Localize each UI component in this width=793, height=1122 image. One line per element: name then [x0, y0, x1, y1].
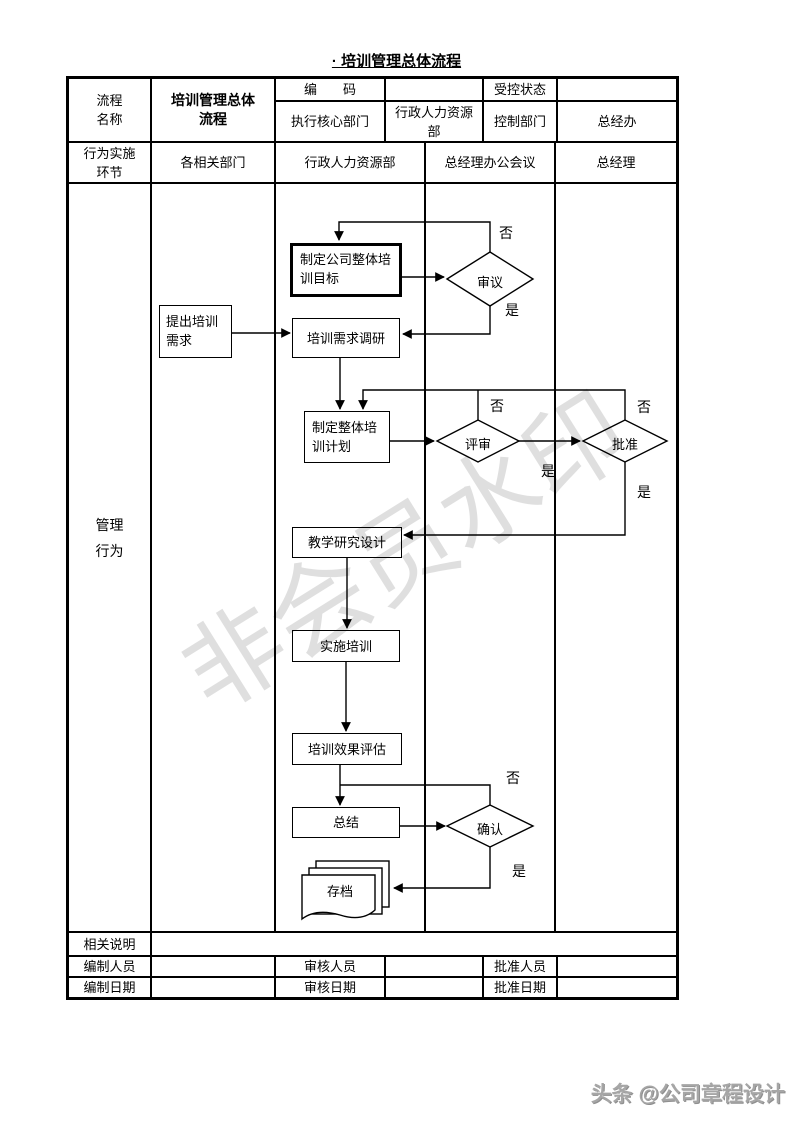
node-summarize: 总结 — [292, 807, 400, 838]
deliberate-no-label: 否 — [499, 225, 513, 241]
lane-header-related-depts: 各相关部门 — [151, 142, 275, 183]
node-implement: 实施培训 — [292, 630, 400, 662]
process-name-label-cell: 流程名称 — [68, 78, 151, 142]
review-diamond-label: 评审 — [464, 437, 491, 452]
approver-value-cell — [557, 956, 677, 977]
make-date-value-cell — [151, 977, 275, 998]
body-label-column — [68, 183, 151, 932]
review-yes-label: 是 — [541, 463, 555, 479]
approve-diamond-label: 批准 — [611, 437, 638, 452]
lane-related-depts — [151, 183, 275, 932]
controlled-state-value-cell — [557, 78, 677, 101]
page-title: · 培训管理总体流程 — [331, 53, 462, 70]
node-evaluate: 培训效果评估 — [292, 733, 402, 765]
approve-date-label-cell: 批准日期 — [483, 977, 557, 998]
confirm-yes-label: 是 — [512, 863, 526, 879]
archive-label: 存档 — [326, 884, 353, 899]
node-propose-need: 提出培训需求 — [159, 305, 232, 358]
approver-label-cell: 批准人员 — [483, 956, 557, 977]
table-outline — [66, 76, 679, 1000]
code-label-cell: 编 码 — [275, 78, 385, 101]
make-date-label-cell: 编制日期 — [68, 977, 151, 998]
confirm-no-label: 否 — [506, 770, 520, 786]
control-dept-value-cell: 总经办 — [557, 101, 677, 142]
code-value-cell — [385, 78, 483, 101]
exec-core-dept-label-cell: 执行核心部门 — [275, 101, 385, 142]
node-make-plan: 制定整体培训计划 — [304, 411, 390, 463]
reviewer-label-cell: 审核人员 — [275, 956, 385, 977]
management-behavior-label: 管理行为 — [95, 517, 124, 559]
footer-credit: 头条 @公司章程设计 — [590, 1083, 785, 1106]
maker-label-cell: 编制人员 — [68, 956, 151, 977]
review-no-label: 否 — [490, 398, 504, 414]
approve-yes-label: 是 — [637, 484, 651, 500]
lane-gm — [555, 183, 677, 932]
reviewer-value-cell — [385, 956, 483, 977]
deliberate-diamond-label: 审议 — [476, 275, 503, 290]
deliberate-yes-label: 是 — [505, 302, 519, 318]
maker-value-cell — [151, 956, 275, 977]
notes-label-cell: 相关说明 — [68, 932, 151, 956]
node-need-survey: 培训需求调研 — [292, 318, 400, 358]
lane-header-gm: 总经理 — [555, 142, 677, 183]
approve-no-label: 否 — [637, 399, 651, 415]
node-teaching-design: 教学研究设计 — [292, 527, 402, 558]
exec-core-dept-value-cell: 行政人力资源部 — [385, 101, 483, 142]
notes-value-cell — [151, 932, 677, 956]
lane-gm-meeting — [425, 183, 555, 932]
approve-date-value-cell — [557, 977, 677, 998]
lane-header-hr-dept: 行政人力资源部 — [275, 142, 425, 183]
control-dept-label-cell: 控制部门 — [483, 101, 557, 142]
confirm-diamond-label: 确认 — [476, 822, 503, 837]
node-set-company-goal: 制定公司整体培训目标 — [290, 243, 402, 297]
review-date-value-cell — [385, 977, 483, 998]
process-name-value-cell: 培训管理总体流程 — [151, 78, 275, 142]
lane-hr-dept — [275, 183, 425, 932]
controlled-state-label-cell: 受控状态 — [483, 78, 557, 101]
lane-row-label-cell: 行为实施环节 — [68, 142, 151, 183]
lane-header-gm-meeting: 总经理办公会议 — [425, 142, 555, 183]
review-date-label-cell: 审核日期 — [275, 977, 385, 998]
